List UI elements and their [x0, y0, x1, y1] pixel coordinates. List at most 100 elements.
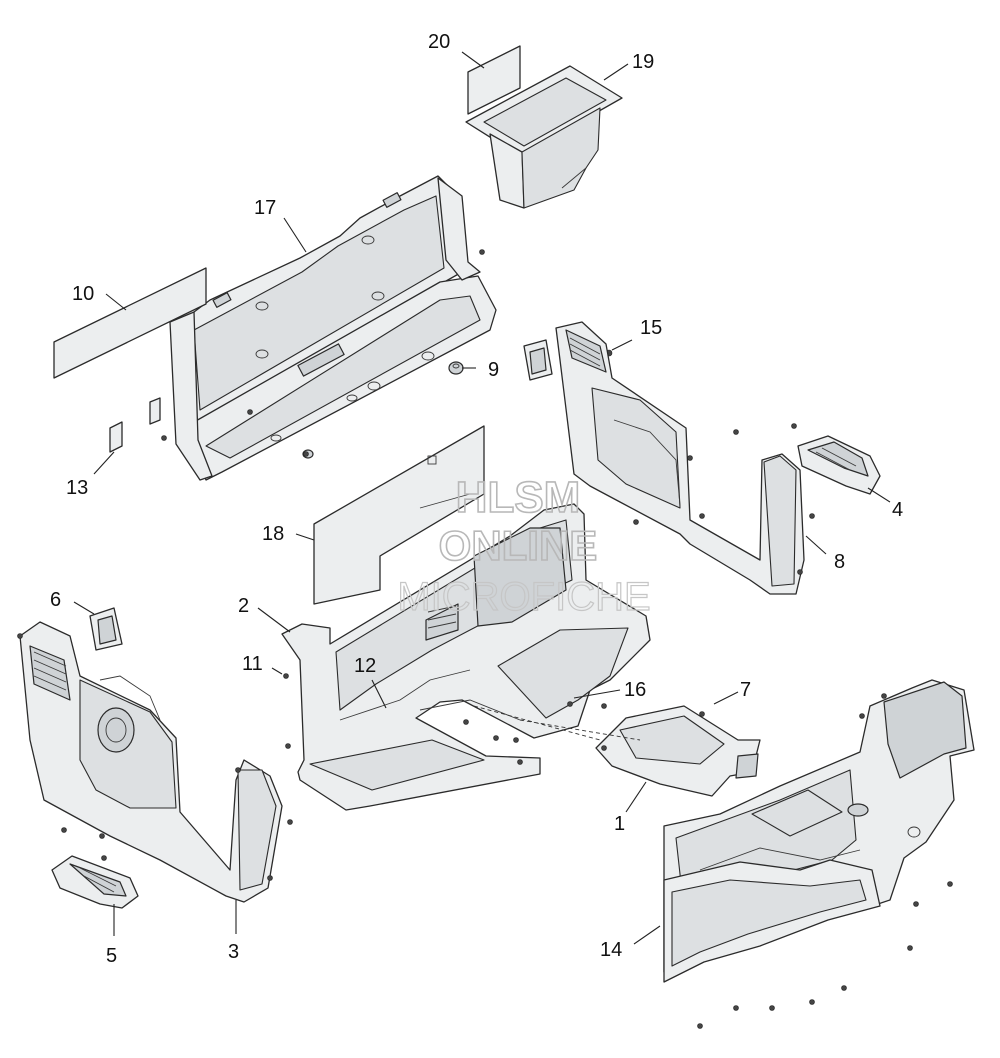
leader-16 — [573, 689, 621, 699]
callout-5: 5 — [106, 945, 117, 967]
leader-1 — [625, 781, 647, 813]
watermark-line-2: ONLINE — [439, 522, 598, 569]
screw — [285, 743, 291, 749]
leader-7 — [713, 691, 739, 705]
callout-14: 14 — [600, 939, 622, 961]
part-2-grille — [427, 605, 457, 629]
screw — [463, 719, 469, 725]
callout-13: 13 — [66, 477, 88, 499]
part-19-storage-bin[interactable] — [465, 65, 623, 209]
callout-8: 8 — [834, 551, 845, 573]
leader-13 — [93, 451, 115, 475]
screw — [247, 409, 253, 415]
screw — [809, 513, 815, 519]
leader-4 — [867, 487, 891, 503]
part-18-decal[interactable] — [313, 425, 485, 605]
leader-15 — [611, 339, 633, 351]
callout-20: 20 — [428, 31, 450, 53]
screw — [567, 701, 573, 707]
callout-6: 6 — [50, 589, 61, 611]
leader-11 — [271, 667, 283, 675]
screw — [287, 819, 293, 825]
callout-10: 10 — [72, 283, 94, 305]
screw — [101, 855, 107, 861]
screw — [633, 519, 639, 525]
callout-16: 16 — [624, 679, 646, 701]
watermark-line-3: MICROFICHE — [397, 575, 650, 619]
leader-2 — [257, 607, 291, 633]
screw — [493, 735, 499, 741]
callout-19: 19 — [632, 51, 654, 73]
part-20-label[interactable] — [467, 45, 521, 115]
callout-labels: 20 19 17 10 13 9 15 4 8 18 2 6 11 12 16 … — [50, 31, 903, 967]
screw — [913, 901, 919, 907]
screw — [601, 703, 607, 709]
part-5-left-footrest[interactable] — [51, 855, 139, 909]
part-3-grille — [33, 651, 67, 691]
part-14-rear-floor-tub[interactable] — [663, 679, 975, 983]
screw — [733, 1005, 739, 1011]
screw — [479, 249, 485, 255]
screw — [733, 429, 739, 435]
callout-18: 18 — [262, 523, 284, 545]
screw — [687, 455, 693, 461]
leader-6 — [73, 601, 95, 615]
screw — [17, 633, 23, 639]
screw — [881, 693, 887, 699]
callout-7: 7 — [740, 679, 751, 701]
screw — [235, 767, 241, 773]
part-8-right-side-panel[interactable] — [555, 321, 805, 595]
screw — [517, 759, 523, 765]
part-17-seat-base[interactable] — [169, 175, 497, 481]
screw — [303, 451, 309, 457]
screw — [601, 745, 607, 751]
callout-3: 3 — [228, 941, 239, 963]
part-4-right-footrest[interactable] — [797, 435, 881, 495]
screw — [283, 673, 289, 679]
leader-10 — [105, 293, 127, 311]
leader-8 — [805, 535, 827, 555]
part-8-grille — [569, 337, 601, 367]
leader-18 — [295, 533, 315, 541]
screw — [907, 945, 913, 951]
part-6-bracket[interactable] — [89, 607, 123, 651]
callout-12: 12 — [354, 655, 376, 677]
screw — [809, 999, 815, 1005]
callout-4: 4 — [892, 499, 903, 521]
bracket-plate[interactable] — [523, 339, 553, 381]
leader-14 — [633, 925, 661, 945]
watermark-line-1: HLSM — [456, 473, 581, 522]
leader-lines — [73, 51, 891, 945]
screw — [791, 423, 797, 429]
part-3-left-side-panel[interactable] — [19, 621, 283, 903]
leader-12 — [371, 679, 387, 709]
screw — [769, 1005, 775, 1011]
fasteners — [17, 249, 953, 1029]
leader-17 — [283, 217, 307, 253]
part-9-grommet[interactable] — [448, 361, 464, 375]
part-2-floor-panel[interactable] — [281, 503, 651, 811]
screw — [161, 435, 167, 441]
part-1-heat-shield[interactable] — [595, 705, 761, 797]
screw — [947, 881, 953, 887]
callout-11: 11 — [242, 653, 263, 675]
callout-2: 2 — [238, 595, 249, 617]
part-10-decal[interactable] — [53, 267, 207, 379]
screw — [267, 875, 273, 881]
screw — [99, 833, 105, 839]
screw — [699, 513, 705, 519]
callout-15: 15 — [640, 317, 662, 339]
watermark: HLSM ONLINE MICROFICHE — [397, 472, 652, 619]
callout-9: 9 — [488, 359, 499, 381]
screw — [859, 713, 865, 719]
screw — [61, 827, 67, 833]
screw — [697, 1023, 703, 1029]
screw — [513, 737, 519, 743]
callout-17: 17 — [254, 197, 276, 219]
part-13-decal[interactable] — [109, 397, 161, 453]
callout-1: 1 — [614, 813, 625, 835]
screw — [797, 569, 803, 575]
leader-20 — [461, 51, 485, 69]
